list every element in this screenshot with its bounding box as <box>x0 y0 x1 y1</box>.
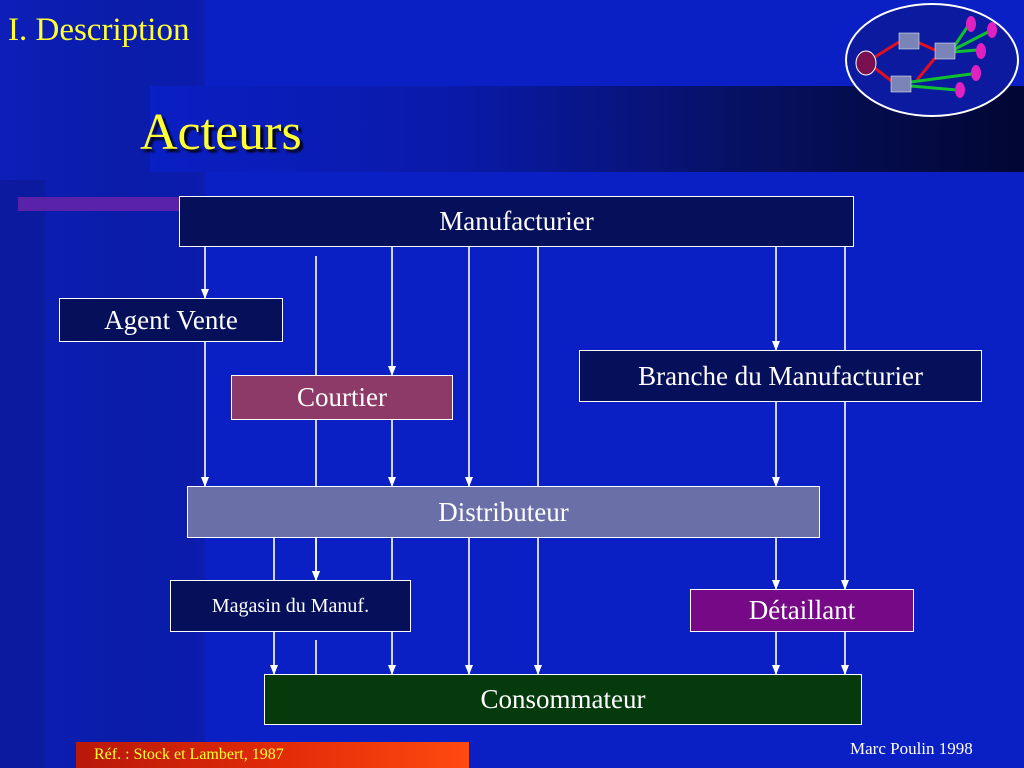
node-detaillant: Détaillant <box>690 589 914 632</box>
slide-title: Acteurs <box>140 104 302 161</box>
section-label: I. Description <box>8 12 190 48</box>
node-consommateur: Consommateur <box>264 674 862 725</box>
node-distributeur: Distributeur <box>187 486 820 538</box>
accent-bar <box>18 197 182 211</box>
node-branche-manufacturier: Branche du Manufacturier <box>579 350 982 402</box>
node-agent-vente: Agent Vente <box>59 298 283 342</box>
reference-text: Réf. : Stock et Lambert, 1987 <box>94 746 284 763</box>
reference-bar: Réf. : Stock et Lambert, 1987 <box>76 742 469 768</box>
background-left-strip <box>0 180 45 768</box>
network-flow-logo-icon <box>845 3 1019 117</box>
node-manufacturier: Manufacturier <box>179 196 854 247</box>
author-credit: Marc Poulin 1998 <box>850 739 973 758</box>
node-courtier: Courtier <box>231 375 453 420</box>
node-magasin-manuf: Magasin du Manuf. <box>170 580 411 632</box>
